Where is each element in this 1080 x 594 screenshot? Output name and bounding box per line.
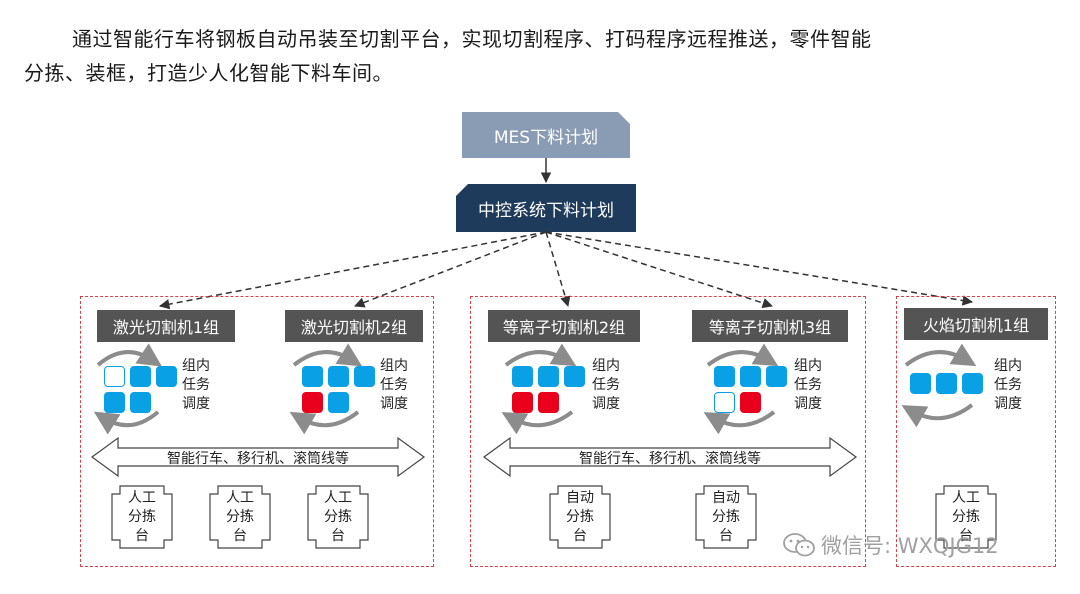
flame-cutting-group (896, 296, 1056, 567)
task-dispatch-label: 组内任务调度 (380, 358, 408, 412)
task-square (328, 366, 349, 387)
cycle-arrow (901, 403, 974, 428)
cycle-arrow (93, 410, 160, 435)
task-square (156, 366, 177, 387)
task-square (740, 366, 761, 387)
wechat-watermark: 微信号: WXQJG12 (783, 530, 999, 560)
task-square (766, 366, 787, 387)
task-dispatch-label: 组内任务调度 (592, 358, 620, 412)
task-square (538, 366, 559, 387)
task-square (740, 392, 761, 413)
task-square (130, 392, 151, 413)
task-square (936, 373, 957, 394)
station-frame (209, 485, 271, 549)
task-square (302, 366, 323, 387)
cycle-arrow (292, 343, 363, 367)
task-dispatch-label: 组内任务调度 (182, 358, 210, 412)
conveyor-label-2: 智能行车、移行机、滚筒线等 (579, 451, 761, 467)
machine-label-plasma-2: 等离子切割机2组 (488, 310, 640, 342)
sorting-station: 自动分拣台 (548, 485, 612, 549)
task-square (512, 366, 533, 387)
laser-cutting-group (80, 296, 434, 567)
station-label: 自动分拣台 (712, 489, 740, 544)
task-square (714, 392, 735, 413)
conveyor-label-1: 智能行车、移行机、滚筒线等 (167, 451, 349, 467)
wechat-icon (783, 533, 815, 557)
task-square (962, 373, 983, 394)
dispatch-line-flame-1 (545, 231, 974, 306)
intro-paragraph: 通过智能行车将钢板自动吊装至切割平台，实现切割程序、打码程序远程推送，零件智能 … (24, 22, 1054, 90)
cycle-arrow (501, 410, 574, 435)
task-dispatch-label: 组内任务调度 (794, 358, 822, 412)
task-square (910, 373, 931, 394)
task-square (302, 392, 323, 413)
conveyor-arrow-shape-1 (90, 436, 426, 478)
dispatch-line-laser-2 (354, 231, 547, 308)
watermark-text: 微信号: WXQJG12 (821, 534, 999, 558)
station-label: 人工分拣台 (226, 489, 254, 544)
task-square (354, 366, 375, 387)
machine-label-laser-2: 激光切割机2组 (285, 310, 423, 342)
dispatch-line-laser-1 (158, 231, 547, 310)
sorting-station: 人工分拣台 (208, 485, 272, 549)
sorting-station: 人工分拣台 (110, 485, 174, 549)
station-frame (549, 485, 611, 549)
cycle-arrow (706, 343, 779, 367)
sorting-station: 人工分拣台 (934, 485, 998, 549)
task-square (564, 366, 585, 387)
station-label: 人工分拣台 (952, 489, 980, 544)
cycle-arrow (96, 343, 162, 367)
plasma-cutting-group (470, 296, 866, 567)
task-square (538, 392, 559, 413)
sorting-station: 人工分拣台 (306, 485, 370, 549)
station-frame (111, 485, 173, 549)
cycle-arrow (703, 410, 776, 435)
machine-label-flame-1: 火焰切割机1组 (904, 308, 1048, 340)
task-square (512, 392, 533, 413)
machine-label-plasma-3: 等离子切割机3组 (692, 310, 848, 342)
dispatch-line-plasma-3 (545, 231, 773, 309)
station-frame (695, 485, 757, 549)
station-label: 人工分拣台 (324, 489, 352, 544)
mes-plan-box: MES下料计划 (462, 112, 630, 158)
task-square (104, 392, 125, 413)
station-frame (307, 485, 369, 549)
station-label: 自动分拣台 (566, 489, 594, 544)
task-dispatch-label: 组内任务调度 (994, 358, 1022, 412)
dispatch-line-plasma-2 (545, 231, 571, 308)
task-square (104, 366, 125, 387)
station-label: 人工分拣台 (128, 489, 156, 544)
intro-line-1: 通过智能行车将钢板自动吊装至切割平台，实现切割程序、打码程序远程推送，零件智能 (72, 27, 872, 51)
cycle-arrow (289, 410, 360, 435)
cycle-arrow (904, 343, 977, 367)
machine-label-laser-1: 激光切割机1组 (97, 310, 235, 342)
intro-line-2: 分拣、装框，打造少人化智能下料车间。 (24, 61, 393, 85)
task-square (130, 366, 151, 387)
station-frame (935, 485, 997, 549)
cycle-arrow (504, 343, 577, 367)
task-square (714, 366, 735, 387)
central-control-plan-box: 中控系统下料计划 (456, 184, 636, 232)
conveyor-arrow-shape-2 (482, 436, 858, 478)
task-square (328, 392, 349, 413)
sorting-station: 自动分拣台 (694, 485, 758, 549)
